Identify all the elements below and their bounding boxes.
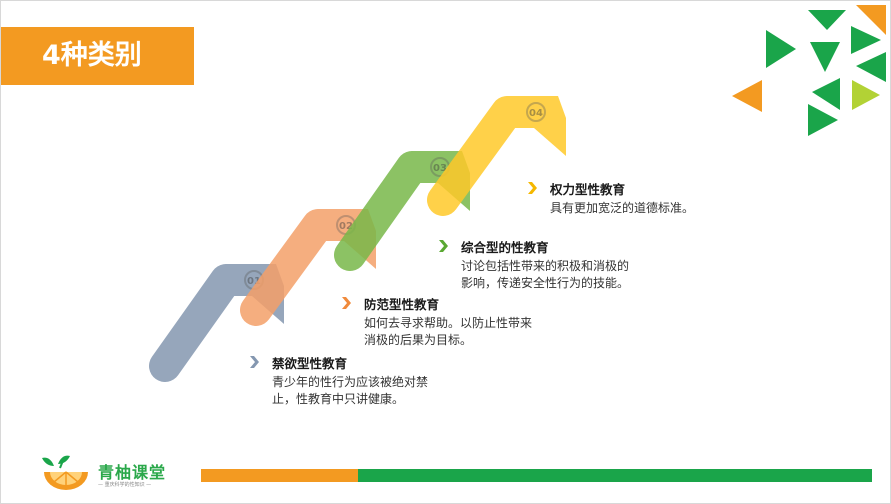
triangle-decoration	[808, 104, 838, 136]
step-description: 讨论包括性带来的积极和消极的 影响，传递安全性行为的技能。	[461, 258, 629, 292]
page-title: 4种类别	[42, 40, 142, 71]
step-description-line: 止，性教育中只讲健康。	[272, 392, 405, 406]
step-number: 02	[339, 221, 353, 232]
triangle-decoration	[851, 26, 881, 54]
step-heading: 权力型性教育	[550, 182, 626, 197]
step-heading: 综合型的性教育	[461, 240, 549, 255]
step-arrow	[427, 96, 566, 216]
triangle-decoration	[810, 42, 840, 72]
footer-bar-orange	[201, 469, 358, 482]
triangle-decoration	[812, 78, 840, 110]
triangle-decoration	[852, 80, 880, 110]
triangle-decoration	[732, 80, 762, 112]
triangle-decoration	[856, 52, 886, 82]
step-number: 01	[247, 276, 261, 287]
step-heading: 防范型性教育	[364, 297, 440, 312]
step-description-line: 讨论包括性带来的积极和消极的	[461, 259, 630, 273]
chevron-right-icon	[439, 240, 448, 252]
chevron-right-icon	[250, 356, 259, 368]
step-description-line: 影响，传递安全性行为的技能。	[461, 276, 630, 290]
logo-tagline: — 重庆科学的性知识 —	[98, 482, 152, 488]
step-description-line: 如何去寻求帮助。以防止性带来	[364, 316, 533, 330]
triangle-decoration	[808, 10, 846, 30]
chevron-right-icon	[342, 297, 351, 309]
title-bar	[0, 27, 194, 85]
step-description-line: 具有更加宽泛的道德标准。	[550, 201, 695, 215]
step-description: 青少年的性行为应该被绝对禁 止，性教育中只讲健康。	[272, 374, 428, 408]
chevron-right-icon	[528, 182, 537, 194]
logo-name: 青柚课堂	[98, 463, 167, 482]
step-description-line: 青少年的性行为应该被绝对禁	[272, 375, 429, 389]
step-description-line: 消极的后果为目标。	[364, 333, 473, 347]
step-number: 03	[433, 163, 447, 174]
step-description: 如何去寻求帮助。以防止性带来 消极的后果为目标。	[364, 315, 532, 349]
step-description: 具有更加宽泛的道德标准。	[550, 200, 694, 217]
triangle-decoration	[766, 30, 796, 68]
footer-bar-green	[358, 469, 872, 482]
triangle-decoration	[856, 5, 886, 35]
orange-logo-icon	[42, 455, 88, 490]
step-heading: 禁欲型性教育	[272, 356, 348, 371]
step-number: 04	[529, 108, 543, 119]
